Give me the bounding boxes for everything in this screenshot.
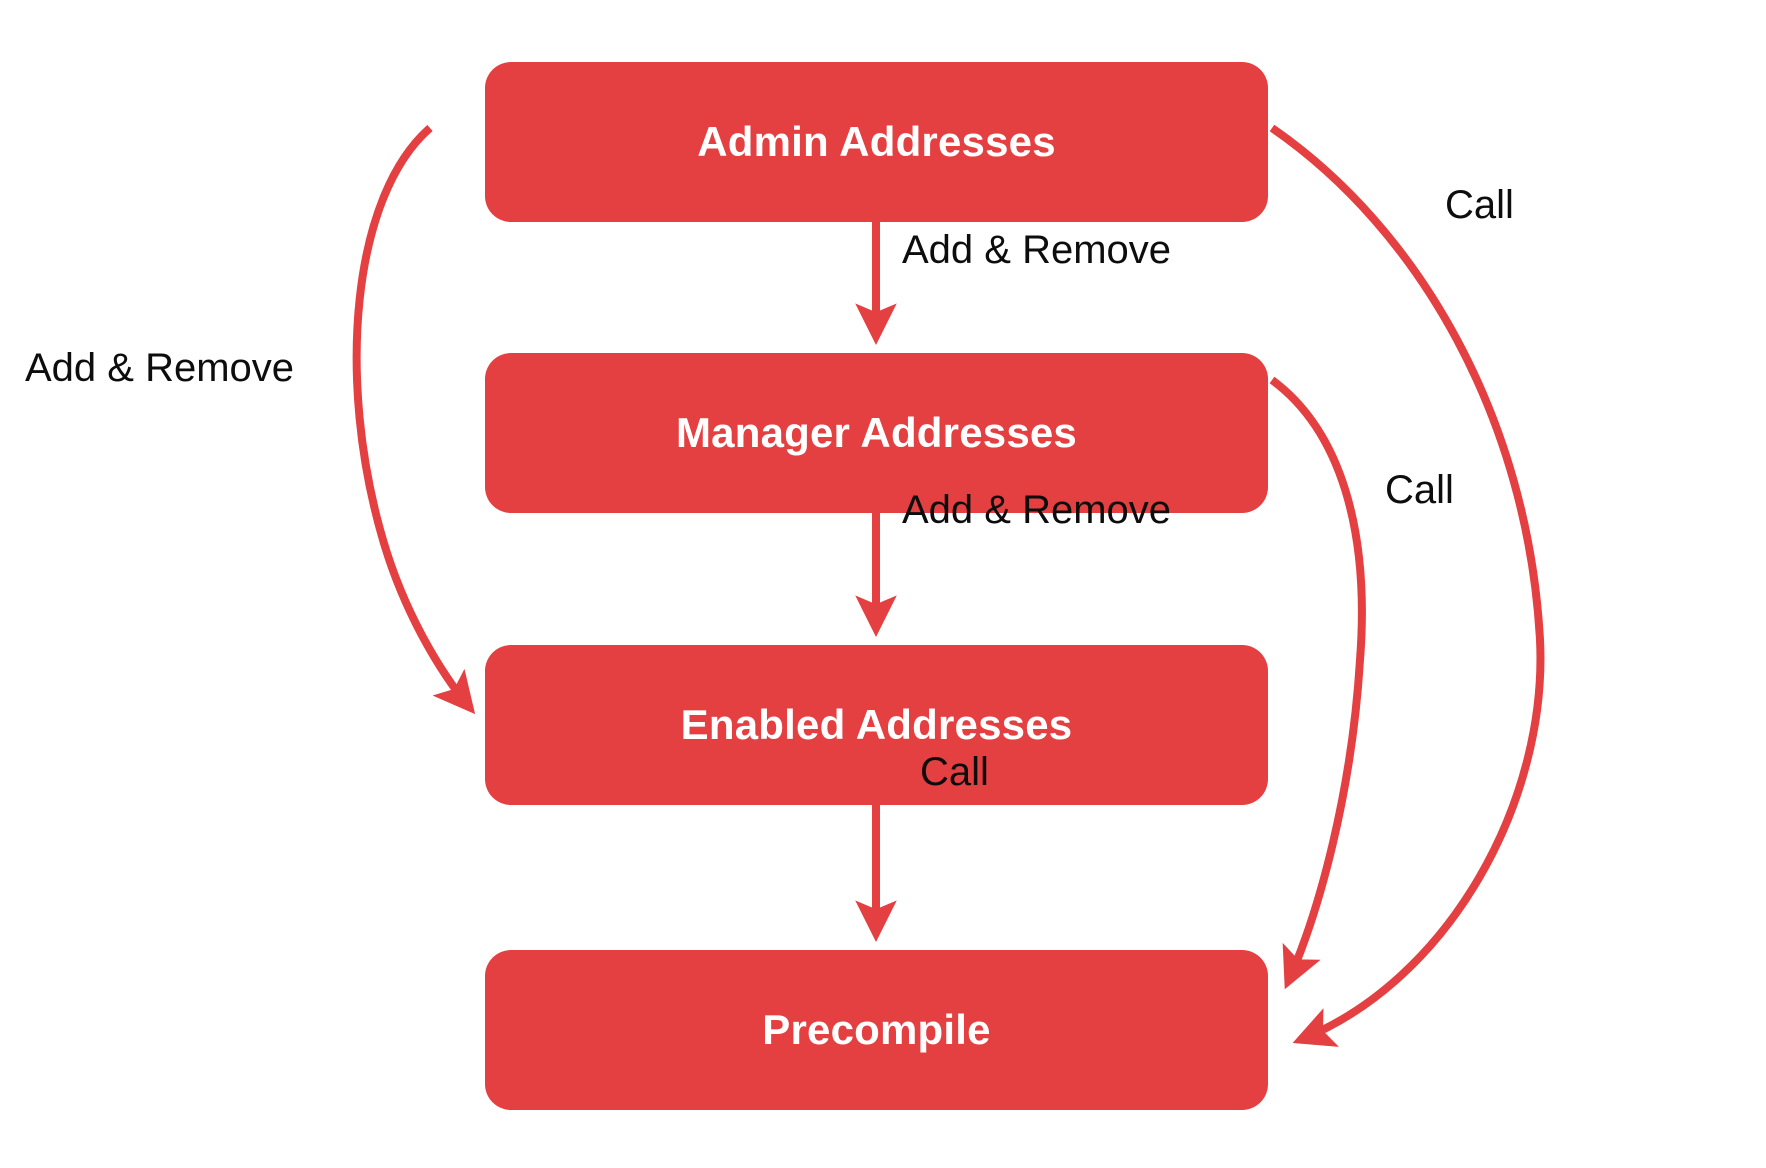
node-admin-addresses[interactable]: Admin Addresses [485,62,1268,222]
edge-label-call-enabled-precompile: Call [920,750,989,794]
node-label: Manager Addresses [675,409,1077,456]
edge-manager-to-precompile [1269,376,1366,990]
node-precompile[interactable]: Precompile [485,950,1268,1110]
edge-admin-to-enabled [352,124,476,715]
edge-label-add-remove-left: Add & Remove [25,346,295,390]
node-manager-addresses[interactable]: Manager Addresses [485,353,1268,513]
node-label: Admin Addresses [697,118,1056,165]
node-label: Precompile [762,1006,991,1053]
edge-label-add-remove-manager-enabled: Add & Remove [902,488,1172,532]
edge-label-add-remove-admin-manager: Add & Remove [902,228,1172,272]
edge-label-call-admin-precompile: Call [1445,183,1514,227]
node-enabled-addresses[interactable]: Enabled Addresses [485,645,1268,805]
edge-admin-to-precompile [1269,124,1545,1047]
edge-label-call-manager-precompile: Call [1385,468,1454,512]
node-label: Enabled Addresses [680,701,1073,748]
